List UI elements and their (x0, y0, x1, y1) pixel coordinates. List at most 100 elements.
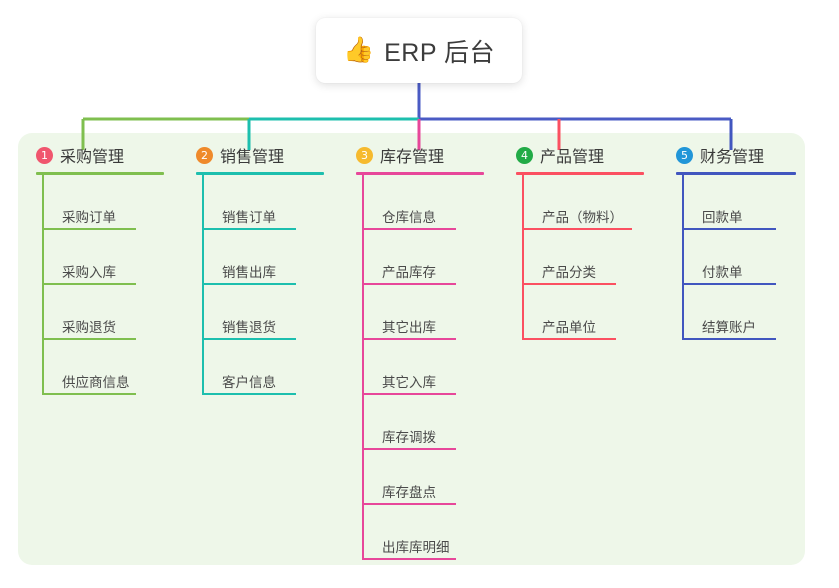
column-spine (202, 175, 204, 395)
thumbs-up-icon: 👍 (342, 36, 375, 64)
list-item-label: 销售出库 (222, 265, 276, 280)
list-item[interactable]: 回款单 (682, 175, 808, 230)
list-item-label: 采购订单 (62, 210, 116, 225)
list-item-underline (202, 283, 296, 285)
list-item-underline (42, 338, 136, 340)
column-title: 采购管理 (60, 149, 125, 166)
list-item[interactable]: 销售订单 (202, 175, 338, 230)
list-item-underline (42, 228, 136, 230)
column-header-库存管理[interactable]: 3 库存管理 (356, 133, 498, 169)
list-item-label: 其它出库 (382, 320, 436, 335)
list-item[interactable]: 产品单位 (522, 285, 658, 340)
column-title: 财务管理 (700, 149, 765, 166)
column-采购管理: 1 采购管理采购订单采购入库采购退货供应商信息 (18, 133, 178, 565)
list-item[interactable]: 采购入库 (42, 230, 178, 285)
column-库存管理: 3 库存管理仓库信息产品库存其它出库其它入库库存调拨库存盘点出库库明细 (338, 133, 498, 565)
list-item[interactable]: 库存盘点 (362, 450, 498, 505)
column-number-badge: 2 (196, 146, 213, 164)
column-spine (522, 175, 524, 340)
root-node-label: ERP 后台 (384, 38, 496, 67)
list-item-label: 其它入库 (382, 375, 436, 390)
column-header-销售管理[interactable]: 2 销售管理 (196, 133, 338, 169)
column-header-采购管理[interactable]: 1 采购管理 (36, 133, 178, 169)
list-item[interactable]: 客户信息 (202, 340, 338, 395)
column-accent-rule (356, 172, 484, 175)
root-node[interactable]: 👍 ERP 后台 (316, 18, 522, 83)
column-accent-rule (676, 172, 796, 175)
list-item[interactable]: 产品库存 (362, 230, 498, 285)
column-items: 产品（物料） 产品分类产品单位 (522, 175, 658, 340)
column-财务管理: 5 财务管理回款单付款单结算账户 (658, 133, 808, 565)
column-销售管理: 2 销售管理销售订单销售出库销售退货客户信息 (178, 133, 338, 565)
list-item-underline (362, 338, 456, 340)
column-accent-rule (196, 172, 324, 175)
list-item-label: 出库库明细 (382, 540, 450, 555)
list-item-underline (362, 558, 456, 560)
list-item[interactable]: 销售退货 (202, 285, 338, 340)
column-items: 仓库信息产品库存其它出库其它入库库存调拨库存盘点出库库明细 (362, 175, 498, 560)
list-item[interactable]: 采购订单 (42, 175, 178, 230)
list-item[interactable]: 出库库明细 (362, 505, 498, 560)
list-item-underline (682, 283, 776, 285)
column-number-badge: 1 (36, 146, 53, 164)
list-item-label: 采购入库 (62, 265, 116, 280)
list-item-label: 销售退货 (222, 320, 276, 335)
list-item[interactable]: 仓库信息 (362, 175, 498, 230)
column-number-badge: 4 (516, 146, 533, 164)
list-item-label: 销售订单 (222, 210, 276, 225)
list-item[interactable]: 其它出库 (362, 285, 498, 340)
column-accent-rule (36, 172, 164, 175)
list-item-label: 产品单位 (542, 320, 596, 335)
list-item[interactable]: 采购退货 (42, 285, 178, 340)
list-item-underline (522, 338, 616, 340)
column-title: 销售管理 (220, 149, 285, 166)
list-item-label: 付款单 (702, 265, 743, 280)
column-accent-rule (516, 172, 644, 175)
list-item[interactable]: 销售出库 (202, 230, 338, 285)
list-item[interactable]: 付款单 (682, 230, 808, 285)
column-items: 销售订单销售出库销售退货客户信息 (202, 175, 338, 395)
list-item-label: 库存调拨 (382, 430, 436, 445)
list-item-underline (362, 503, 456, 505)
column-items: 采购订单采购入库采购退货供应商信息 (42, 175, 178, 395)
list-item[interactable]: 其它入库 (362, 340, 498, 395)
diagram-panel (18, 133, 805, 565)
column-spine (362, 175, 364, 560)
list-item[interactable]: 库存调拨 (362, 395, 498, 450)
list-item-label: 库存盘点 (382, 485, 436, 500)
list-item[interactable]: 产品（物料） (522, 175, 658, 230)
column-spine (42, 175, 44, 395)
list-item-label: 产品分类 (542, 265, 596, 280)
list-item-label: 采购退货 (62, 320, 116, 335)
list-item[interactable]: 结算账户 (682, 285, 808, 340)
list-item-underline (682, 228, 776, 230)
list-item-underline (362, 283, 456, 285)
list-item-label: 回款单 (702, 210, 743, 225)
list-item-underline (362, 393, 456, 395)
column-number-badge: 5 (676, 146, 693, 164)
list-item-underline (522, 283, 616, 285)
list-item-underline (42, 393, 136, 395)
list-item-underline (202, 393, 296, 395)
list-item-label: 仓库信息 (382, 210, 436, 225)
column-number-badge: 3 (356, 146, 373, 164)
list-item-label: 结算账户 (702, 320, 756, 335)
list-item-label: 产品（物料） (542, 210, 623, 225)
list-item[interactable]: 供应商信息 (42, 340, 178, 395)
list-item-underline (202, 228, 296, 230)
list-item-label: 产品库存 (382, 265, 436, 280)
list-item-underline (362, 228, 456, 230)
column-spine (682, 175, 684, 340)
list-item-underline (522, 228, 632, 230)
column-产品管理: 4 产品管理产品（物料） 产品分类产品单位 (498, 133, 658, 565)
list-item-underline (682, 338, 776, 340)
list-item[interactable]: 产品分类 (522, 230, 658, 285)
list-item-underline (42, 283, 136, 285)
column-title: 产品管理 (540, 149, 605, 166)
list-item-underline (362, 448, 456, 450)
column-header-产品管理[interactable]: 4 产品管理 (516, 133, 658, 169)
list-item-label: 供应商信息 (62, 375, 130, 390)
column-title: 库存管理 (380, 149, 445, 166)
list-item-label: 客户信息 (222, 375, 276, 390)
column-header-财务管理[interactable]: 5 财务管理 (676, 133, 808, 169)
